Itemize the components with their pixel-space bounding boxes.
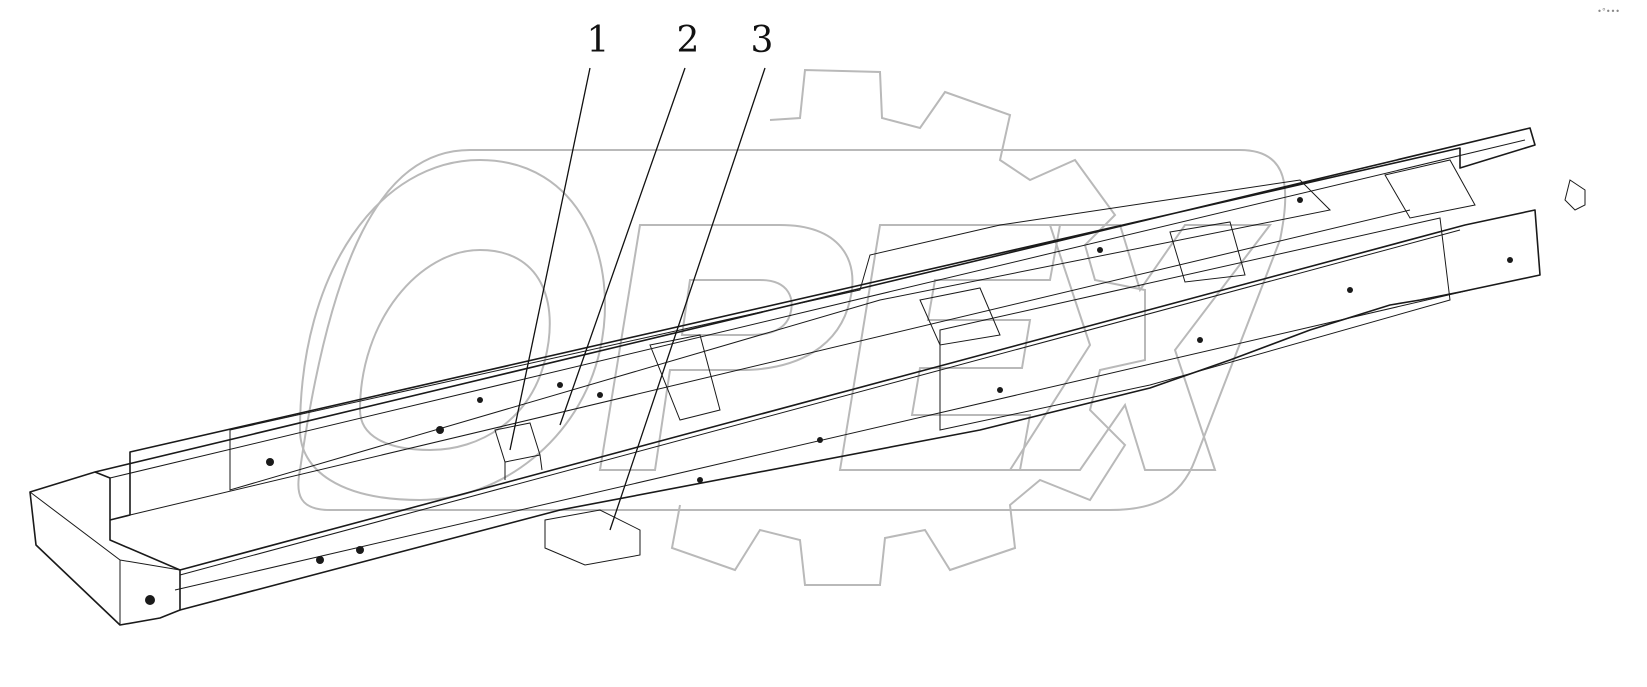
upper-side-rail-flange: [109, 139, 1526, 516]
cross-member-4: [1169, 221, 1246, 283]
lower-side-rail-top-flange: [174, 229, 1471, 591]
watermark-e: [838, 224, 1062, 471]
watermark-logo: [297, 68, 1287, 586]
cross-member-5: [1384, 159, 1476, 219]
chassis-frame: [29, 127, 1586, 626]
rear-cross-member: [29, 471, 181, 626]
cross-member-1: [494, 422, 543, 480]
watermark-gear: [670, 68, 1146, 586]
bolt-holes: [145, 197, 1513, 605]
lower-reinforcement-plate: [939, 217, 1451, 431]
leader-line-2: [559, 67, 686, 426]
upper-reinforcement-plate: [229, 179, 1332, 491]
callout-2: 2: [677, 20, 700, 61]
lower-side-rail: [179, 209, 1541, 611]
corner-mark: •°•••: [1597, 7, 1620, 16]
callout-3: 3: [751, 20, 774, 61]
cross-member-3: [919, 287, 1001, 346]
watermark-p: [598, 224, 854, 471]
leader-lines: [509, 67, 766, 531]
watermark-o-inner: [358, 248, 551, 452]
leader-line-1: [509, 67, 591, 451]
upper-side-rail: [94, 127, 1536, 521]
watermark-frame: [297, 149, 1287, 511]
lower-bracket: [544, 509, 641, 566]
rear-cross-member-edge: [29, 491, 181, 625]
watermark-x: [1008, 224, 1273, 471]
front-tow-bracket: [1564, 179, 1586, 211]
cross-member-2: [649, 334, 721, 421]
watermark-p-inner: [680, 279, 793, 336]
callout-1: 1: [587, 20, 610, 61]
watermark-o-outer: [298, 158, 606, 502]
leader-line-3: [609, 67, 766, 531]
